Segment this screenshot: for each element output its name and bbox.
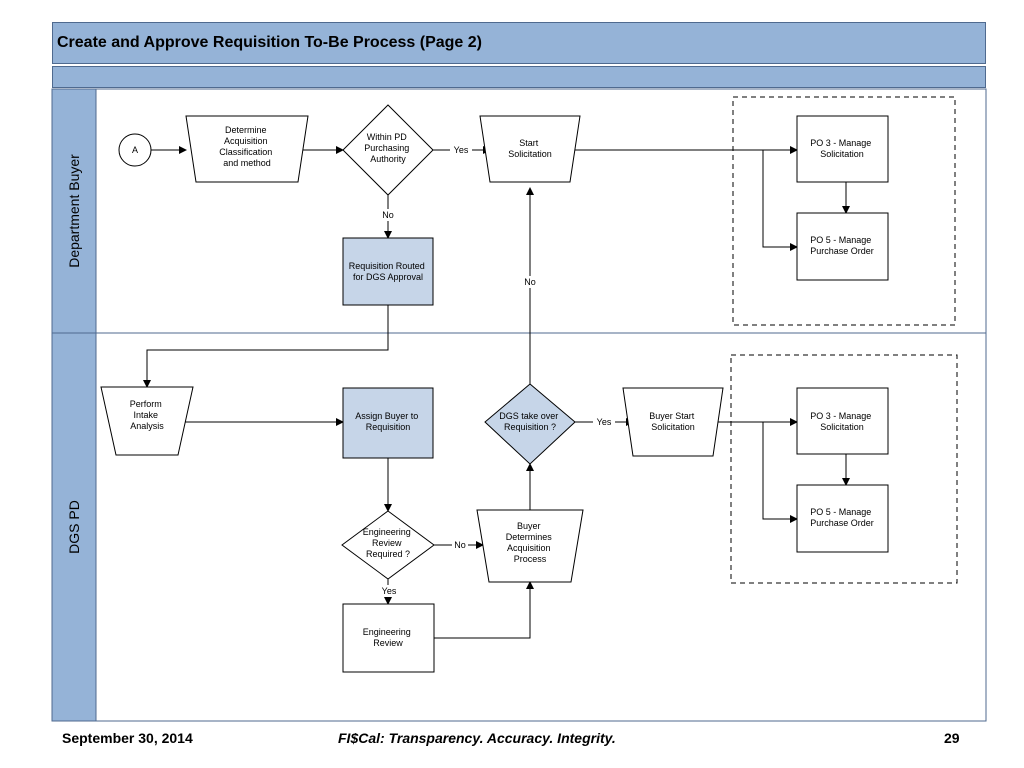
node-po3-bottom: PO 3 - Manage Solicitation [796, 387, 889, 455]
edge-label-within-yes: Yes [454, 145, 469, 155]
node-determine-line-2: Acquisition [224, 136, 268, 146]
node-po5-top: PO 5 - Manage Purchase Order [796, 212, 889, 281]
edge-label-eng-yes: Yes [382, 586, 397, 596]
decision-within-line-2: Purchasing [364, 143, 409, 153]
edge-review-to-determines [434, 581, 534, 639]
node-assign-line-2: Requisition [366, 422, 411, 432]
node-start-solicitation: Start Solicitation [479, 115, 581, 183]
decision-dgs-takeover: DGS take over Requisition ? [484, 383, 576, 465]
node-buyer-start-line-2: Solicitation [651, 422, 695, 432]
po-group-bottom [730, 354, 958, 584]
node-buyer-start-solicitation: Buyer Start Solicitation [622, 387, 724, 457]
decision-takeover-line-2: Requisition ? [504, 422, 556, 432]
node-perform-intake: Perform Intake Analysis [100, 386, 194, 456]
edge-label-eng-no: No [454, 540, 466, 550]
node-intake-line-3: Analysis [130, 421, 164, 431]
svg-text:Determine Acquisition: Determine Acquisition Classification and… [219, 125, 275, 168]
node-start-line-2: Solicitation [508, 149, 552, 159]
node-determines-line-3: Acquisition [507, 543, 551, 553]
node-engineering-review: Engineering Review [342, 603, 435, 673]
lane-label-dgs-pd: DGS PD [66, 500, 82, 554]
connector-a-label: A [132, 145, 138, 155]
edges [143, 146, 850, 639]
svg-text:Buyer Determines A: Buyer Determines Acquisition Process [506, 521, 555, 564]
node-po3-top-line-1: PO 3 - Manage [810, 138, 871, 148]
lane-dgs-pd-header [51, 332, 97, 722]
node-determine-line-1: Determine [225, 125, 267, 135]
po-group-top [732, 96, 956, 326]
node-start-line-1: Start [519, 138, 539, 148]
decision-eng-line-1: Engineering [363, 527, 411, 537]
node-determines-line-4: Process [514, 554, 547, 564]
decision-within-pd-authority: Within PD Purchasing Authority [342, 104, 434, 196]
node-po3-top-line-2: Solicitation [820, 149, 864, 159]
node-review-line-2: Review [373, 638, 403, 648]
node-determines-line-2: Determines [506, 532, 553, 542]
node-routed-line-2: for DGS Approval [353, 272, 423, 282]
sub-header-bar [52, 66, 986, 88]
svg-text:PO 3 - Manage Solicitati: PO 3 - Manage Solicitation [810, 138, 874, 159]
node-po5-top-line-2: Purchase Order [810, 246, 874, 256]
svg-text:Within PD Purchasing: Within PD Purchasing Authority [364, 132, 412, 164]
edge-labels: Yes No No Yes No Yes [378, 144, 615, 597]
svg-text:Engineering Review: Engineering Review [363, 627, 414, 648]
decision-within-line-1: Within PD [367, 132, 408, 142]
decision-engineering-required: Engineering Review Required ? [341, 510, 435, 580]
node-determine-line-3: Classification [219, 147, 272, 157]
edge-label-takeover-yes: Yes [597, 417, 612, 427]
edge-buyerstart-to-po5 [762, 422, 798, 523]
page-title: Create and Approve Requisition To-Be Pro… [57, 34, 482, 51]
svg-text:PO 5 - Manage Purchase O: PO 5 - Manage Purchase Order [810, 235, 874, 256]
node-po5-top-line-1: PO 5 - Manage [810, 235, 871, 245]
node-intake-line-2: Intake [133, 410, 158, 420]
decision-takeover-line-1: DGS take over [499, 411, 558, 421]
title-bar: Create and Approve Requisition To-Be Pro… [52, 22, 986, 64]
decision-eng-line-2: Review [372, 538, 402, 548]
edge-start-to-po5-top [762, 150, 798, 251]
node-po5-bottom-line-2: Purchase Order [810, 518, 874, 528]
node-po3-bottom-line-1: PO 3 - Manage [810, 411, 871, 421]
edge-label-within-no: No [382, 210, 394, 220]
node-intake-line-1: Perform [130, 399, 162, 409]
node-routed-line-1: Requisition Routed [349, 261, 425, 271]
svg-text:DGS take over Requisitio: DGS take over Requisition ? [499, 411, 561, 432]
node-assign-line-1: Assign Buyer to [355, 411, 418, 421]
lane-label-department-buyer: Department Buyer [66, 154, 82, 268]
node-buyer-determines: Buyer Determines Acquisition Process [476, 509, 584, 583]
svg-text:Start Solicitation: Start Solicitation [508, 138, 552, 159]
node-requisition-routed: Requisition Routed for DGS Approval [342, 237, 434, 306]
node-determine-line-4: and method [223, 158, 271, 168]
decision-within-line-3: Authority [370, 154, 406, 164]
node-po3-top: PO 3 - Manage Solicitation [796, 115, 889, 183]
svg-text:Engineering Review: Engineering Review Required ? [363, 527, 414, 559]
decision-eng-line-3: Required ? [366, 549, 410, 559]
footer-page-number: 29 [944, 730, 960, 746]
node-assign-buyer: Assign Buyer to Requisition [342, 387, 434, 459]
svg-text:PO 3 - Manage Solicitati: PO 3 - Manage Solicitation [810, 411, 874, 432]
svg-text:Requisition Routed for D: Requisition Routed for DGS Approval [349, 261, 428, 282]
svg-text:Perform Intake Ana: Perform Intake Analysis [130, 399, 165, 431]
footer-date: September 30, 2014 [62, 730, 193, 746]
svg-text:PO 5 - Manage Purchase O: PO 5 - Manage Purchase Order [810, 507, 874, 528]
node-po5-bottom-line-1: PO 5 - Manage [810, 507, 871, 517]
svg-text:Buyer Start Solicitation: Buyer Start Solicitation [649, 411, 697, 432]
node-determines-line-1: Buyer [517, 521, 541, 531]
node-determine-classification: Determine Acquisition Classification and… [185, 115, 309, 183]
svg-text:Assign Buyer to Requisit: Assign Buyer to Requisition [355, 411, 421, 432]
node-buyer-start-line-1: Buyer Start [649, 411, 695, 421]
footer-tagline: FI$Cal: Transparency. Accuracy. Integrit… [338, 730, 616, 746]
edge-label-takeover-no: No [524, 277, 536, 287]
edge-routed-to-intake [143, 305, 389, 388]
node-po5-bottom: PO 5 - Manage Purchase Order [796, 484, 889, 553]
connector-a: A [118, 133, 152, 167]
node-po3-bottom-line-2: Solicitation [820, 422, 864, 432]
node-review-line-1: Engineering [363, 627, 411, 637]
